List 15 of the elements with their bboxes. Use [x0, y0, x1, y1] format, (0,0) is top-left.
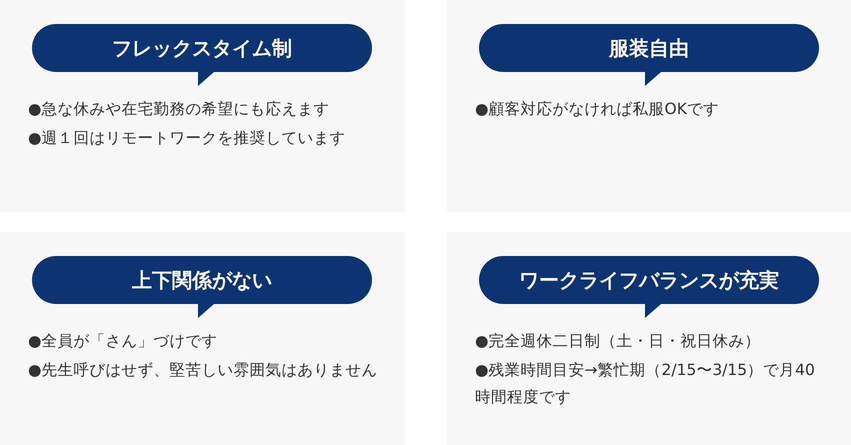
heading-text: 上下関係がない	[131, 268, 273, 292]
heading-text: フレックスタイム制	[111, 36, 293, 60]
bullet-text: ●残業時間目安→繁忙期（2/15〜3/15）で月40時間程度です	[475, 360, 816, 408]
bullet-text: ●先生呼びはせず、堅苦しい雰囲気はありません	[28, 360, 379, 381]
heading-text: 服装自由	[608, 36, 690, 60]
heading-text: ワークライフバランスが充実	[518, 268, 780, 292]
bullet-text: ●顧客対応がなければ私服OKです	[475, 99, 720, 120]
card-panel	[447, 0, 851, 212]
card-panel	[0, 232, 405, 445]
bullet-text: ●急な休みや在宅勤務の希望にも応えます	[28, 99, 331, 120]
bullet-text: ●完全週休二日制（土・日・祝日休み）	[475, 331, 762, 352]
bullet-text: ●全員が「さん」づけです	[28, 331, 219, 352]
card-panel	[0, 0, 405, 212]
card-panel	[447, 232, 851, 445]
bullet-text: ●週１回はリモートワークを推奨しています	[28, 128, 347, 149]
